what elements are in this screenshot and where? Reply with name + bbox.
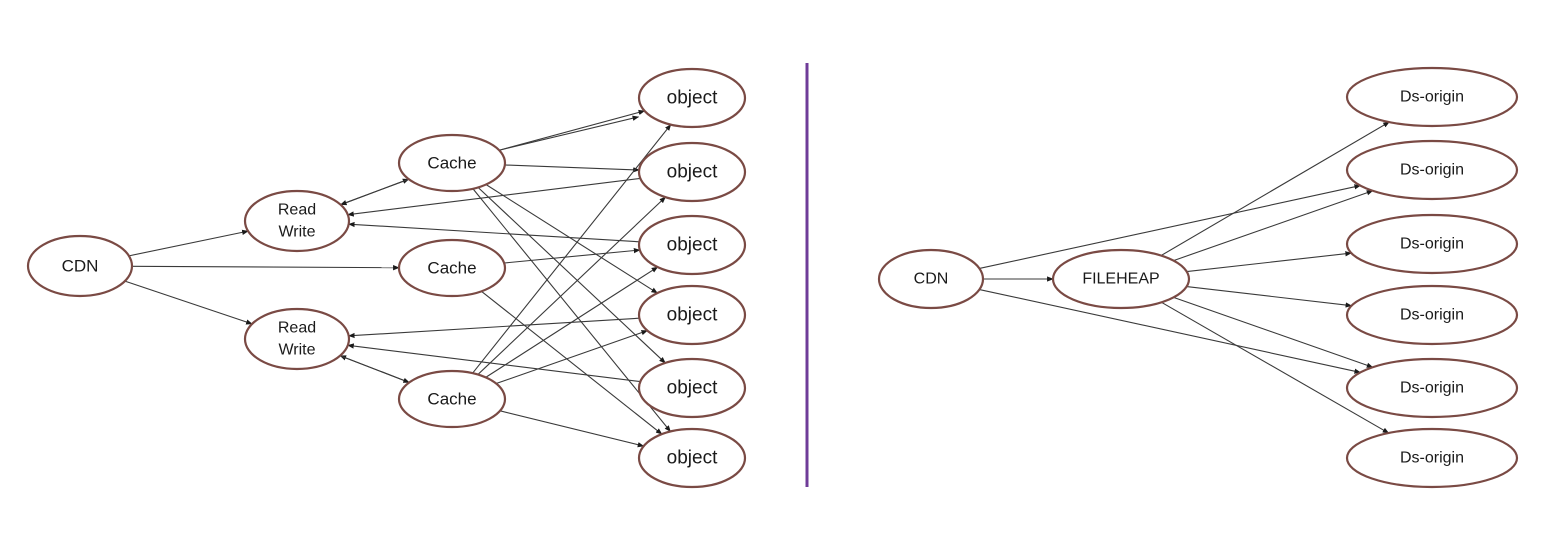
- edge-cache1-to-obj2: [504, 164, 640, 173]
- node-label: object: [667, 235, 718, 256]
- node-label: Cache: [427, 154, 476, 173]
- node-right-ds3: Ds-origin: [1345, 213, 1519, 275]
- node-ellipse: [397, 369, 507, 429]
- node-label: FILEHEAP: [1082, 271, 1159, 288]
- node-ellipse: [637, 357, 747, 419]
- edge-cache1-to-obj1: [499, 109, 646, 151]
- node-label: Ds-origin: [1400, 162, 1464, 179]
- edge-cache1-to-obj6: [472, 188, 671, 433]
- edge-cache1-to-obj5: [477, 186, 666, 364]
- node-ellipse: [1345, 213, 1519, 275]
- node-ellipse: [397, 133, 507, 193]
- node-label: Cache: [427, 259, 476, 278]
- node-label: Ds-origin: [1400, 450, 1464, 467]
- node-left-obj6: object: [637, 427, 747, 489]
- edge-cache2-to-obj3: [504, 247, 641, 264]
- node-ellipse: [637, 427, 747, 489]
- node-label: Write: [278, 223, 315, 240]
- node-right-fileheap: FILEHEAP: [1051, 248, 1191, 310]
- edge-cache1-to-obj4: [485, 184, 658, 294]
- node-left-obj1: object: [637, 67, 747, 129]
- edge-cache3-to-obj3: [485, 266, 659, 378]
- node-label: Ds-origin: [1400, 89, 1464, 106]
- node-ellipse: [1345, 357, 1519, 419]
- node-label: Ds-origin: [1400, 380, 1464, 397]
- edge-fileheap-to-ds6: [1161, 301, 1390, 434]
- node-ellipse: [243, 307, 351, 371]
- edge-cdn-to-cache2: [131, 265, 400, 271]
- node-ellipse: [1345, 66, 1519, 128]
- node-right-ds6: Ds-origin: [1345, 427, 1519, 489]
- edge-cache1-to-rw1: [340, 178, 409, 206]
- edge-fileheap-to-ds4: [1186, 286, 1353, 308]
- node-label: Ds-origin: [1400, 236, 1464, 253]
- edge-cdn-to-ds5: [979, 289, 1361, 374]
- edge-fileheap-to-ds1: [1160, 121, 1390, 257]
- edge-cache3-to-obj4: [496, 330, 648, 385]
- node-label: Cache: [427, 390, 476, 409]
- node-right-ds5: Ds-origin: [1345, 357, 1519, 419]
- node-label: object: [667, 88, 718, 109]
- node-ellipse: [637, 284, 747, 346]
- edge-cache3-to-obj6: [499, 410, 645, 448]
- node-left-obj5: object: [637, 357, 747, 419]
- node-label: Ds-origin: [1400, 307, 1464, 324]
- node-right-ds4: Ds-origin: [1345, 284, 1519, 346]
- edge-obj4-to-rw2: [348, 317, 640, 339]
- node-ellipse: [243, 189, 351, 253]
- node-ellipse: [877, 248, 985, 310]
- node-right-cdn: CDN: [877, 248, 985, 310]
- node-ellipse: [637, 141, 747, 203]
- node-left-obj3: object: [637, 214, 747, 276]
- edge-obj3-to-rw1: [348, 221, 640, 243]
- node-left-cache3: Cache: [397, 369, 507, 429]
- node-ellipse: [637, 67, 747, 129]
- node-left-cache1: Cache: [397, 133, 507, 193]
- edge-rw2-to-cache3: [339, 355, 410, 383]
- node-label: object: [667, 305, 718, 326]
- node-ellipse: [397, 238, 507, 298]
- node-label: CDN: [62, 257, 99, 276]
- node-right-ds1: Ds-origin: [1345, 66, 1519, 128]
- node-left-cdn: CDN: [26, 234, 134, 298]
- node-ellipse: [1345, 427, 1519, 489]
- edge-cache3-to-obj1: [472, 124, 672, 374]
- node-left-obj2: object: [637, 141, 747, 203]
- node-label: Read: [278, 202, 316, 219]
- node-ellipse: [637, 214, 747, 276]
- node-ellipse: [26, 234, 134, 298]
- edges-layer: [124, 109, 1390, 448]
- node-ellipse: [1345, 139, 1519, 201]
- node-left-cache2: Cache: [397, 238, 507, 298]
- node-label: Write: [278, 341, 315, 358]
- node-left-obj4: object: [637, 284, 747, 346]
- edge-cdn-to-ds2: [979, 184, 1361, 269]
- node-ellipse: [1345, 284, 1519, 346]
- edge-cache2-to-obj6: [481, 290, 663, 435]
- edge-cache1-to-obj1: [499, 115, 640, 151]
- node-label: Read: [278, 320, 316, 337]
- node-ellipse: [1051, 248, 1191, 310]
- edge-fileheap-to-ds3: [1186, 251, 1352, 273]
- nodes-layer: CDNReadWriteReadWriteCacheCacheCacheobje…: [26, 66, 1519, 489]
- node-right-ds2: Ds-origin: [1345, 139, 1519, 201]
- edge-obj5-to-rw2: [347, 343, 641, 383]
- edge-cdn-to-rw2: [124, 280, 253, 325]
- edge-cdn-to-rw1: [128, 229, 249, 257]
- node-label: object: [667, 378, 718, 399]
- edge-fileheap-to-ds5: [1173, 296, 1374, 368]
- edge-fileheap-to-ds2: [1173, 190, 1374, 262]
- node-label: object: [667, 162, 718, 183]
- node-label: CDN: [914, 271, 949, 288]
- node-label: object: [667, 448, 718, 469]
- edge-cache3-to-obj2: [477, 196, 666, 375]
- edge-obj2-to-rw1: [347, 177, 641, 217]
